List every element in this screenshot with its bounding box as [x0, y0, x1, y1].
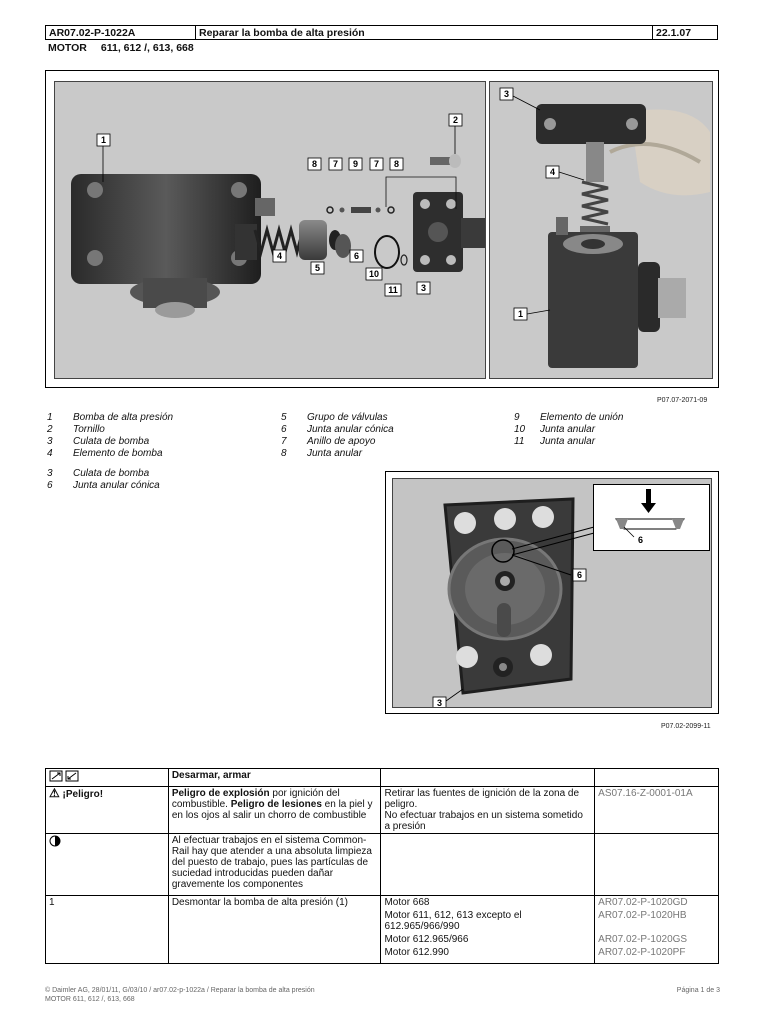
- step-row: 1 Desmontar la bomba de alta presión (1)…: [45, 895, 719, 964]
- document-date: 22.1.07: [656, 27, 692, 39]
- table-title: Desarmar, armar: [167, 768, 382, 787]
- motor-variant: Motor 668: [384, 897, 430, 908]
- callout-right-3: 3: [504, 89, 509, 99]
- motor-variant: Motor 612.990: [384, 947, 449, 958]
- note-text: Al efectuar trabajos en el sistema Commo…: [167, 833, 382, 896]
- document-title: Reparar la bomba de alta presión: [196, 26, 653, 39]
- callout-5: 5: [315, 263, 320, 273]
- step-motors: Motor 668 Motor 611, 612, 613 excepto el…: [380, 895, 596, 964]
- motor-line: MOTOR 611, 612 /, 613, 668: [48, 42, 194, 54]
- figure2-code: P07.02-2099-11: [661, 723, 711, 730]
- pump-head-callouts: 6 3: [432, 568, 587, 708]
- document-header: AR07.02-P-1022A Reparar la bomba de alta…: [45, 25, 718, 40]
- motor-label: MOTOR: [48, 42, 87, 54]
- reference-link[interactable]: AR07.02-P-1020GS: [598, 934, 688, 945]
- callout-inset-6: 6: [638, 535, 643, 545]
- detail-inset: 6: [593, 484, 710, 551]
- callout-8b: 8: [394, 159, 399, 169]
- photo-exploded-pump: 1 2 8 7 9 7 8 4 5 6: [54, 81, 486, 379]
- footer-page-number: Página 1 de 3: [676, 987, 720, 994]
- warning-triangle-icon: ⚠: [49, 786, 60, 800]
- disassembly-callouts: 3 4 1: [499, 87, 585, 321]
- document-code: AR07.02-P-1022A: [46, 26, 196, 39]
- danger-row: ⚠ ¡Peligro! Peligro de explosión por ign…: [45, 786, 719, 834]
- footer-copyright: © Daimler AG, 28/01/11, G/03/10 / ar07.0…: [45, 987, 315, 994]
- danger-reference-link[interactable]: AS07.16-Z-0001-01A: [594, 786, 719, 834]
- step-text: Desmontar la bomba de alta presión (1): [167, 895, 382, 964]
- step-number: 1: [45, 895, 169, 964]
- callout-right-4: 4: [550, 167, 555, 177]
- callout-2: 2: [453, 115, 458, 125]
- note-row: Al efectuar trabajos en el sistema Commo…: [45, 833, 719, 896]
- callout-8a: 8: [312, 159, 317, 169]
- action-icons: [45, 768, 169, 787]
- figure1-code: P07.07-2071-09: [657, 397, 708, 404]
- table-header-row: Desarmar, armar: [45, 768, 719, 787]
- callout-7a: 7: [333, 159, 338, 169]
- danger-cell: ⚠ ¡Peligro!: [45, 786, 169, 834]
- footer-motor: MOTOR 611, 612 /, 613, 668: [45, 996, 135, 1003]
- note-icon: [49, 835, 61, 847]
- page-footer: © Daimler AG, 28/01/11, G/03/10 / ar07.0…: [45, 986, 720, 1004]
- callout-6: 6: [354, 251, 359, 261]
- callout-7b: 7: [374, 159, 379, 169]
- seal-detail-illustration: 6: [614, 489, 686, 545]
- danger-measures: Retirar las fuentes de ignición de la zo…: [380, 786, 596, 834]
- pump-disassembly-illustration: 3 4 1: [499, 87, 710, 368]
- danger-label: ¡Peligro!: [62, 789, 104, 800]
- callout-right-1: 1: [518, 309, 523, 319]
- danger-description: Peligro de explosión por ignición del co…: [167, 786, 382, 834]
- callout-3: 3: [421, 283, 426, 293]
- callout-head-6: 6: [577, 570, 582, 580]
- procedure-table: Desarmar, armar ⚠ ¡Peligro! Peligro de e…: [45, 768, 719, 964]
- callout-10: 10: [369, 269, 379, 279]
- figure-pump-head: 6 3 6: [385, 471, 719, 714]
- callout-head-3: 3: [437, 698, 442, 708]
- callout-1: 1: [101, 135, 106, 145]
- photo-pump-disassembly: 3 4 1: [489, 81, 713, 379]
- exploded-pump-illustration: 1 2 8 7 9 7 8 4 5 6: [71, 113, 485, 318]
- motor-variant: Motor 612.965/966: [384, 934, 469, 945]
- disassemble-assemble-icon: [49, 770, 79, 782]
- callout-4: 4: [277, 251, 282, 261]
- reference-link[interactable]: AR07.02-P-1020GD: [598, 897, 688, 908]
- exploded-callouts: 1 2 8 7 9 7 8 4 5 6: [96, 113, 463, 297]
- reference-link[interactable]: AR07.02-P-1020PF: [598, 947, 686, 958]
- step-references: AR07.02-P-1020GD AR07.02-P-1020HB AR07.0…: [594, 895, 719, 964]
- motor-models: 611, 612 /, 613, 668: [100, 42, 194, 54]
- note-cell: [45, 833, 169, 896]
- reference-link[interactable]: AR07.02-P-1020HB: [598, 910, 687, 921]
- callout-9: 9: [353, 159, 358, 169]
- pump-head-illustration: 6 3: [432, 497, 610, 708]
- motor-variant: Motor 611, 612, 613 excepto el 612.965/9…: [384, 910, 522, 932]
- callout-11: 11: [388, 285, 398, 295]
- figure-exploded-view: 1 2 8 7 9 7 8 4 5 6: [45, 70, 719, 388]
